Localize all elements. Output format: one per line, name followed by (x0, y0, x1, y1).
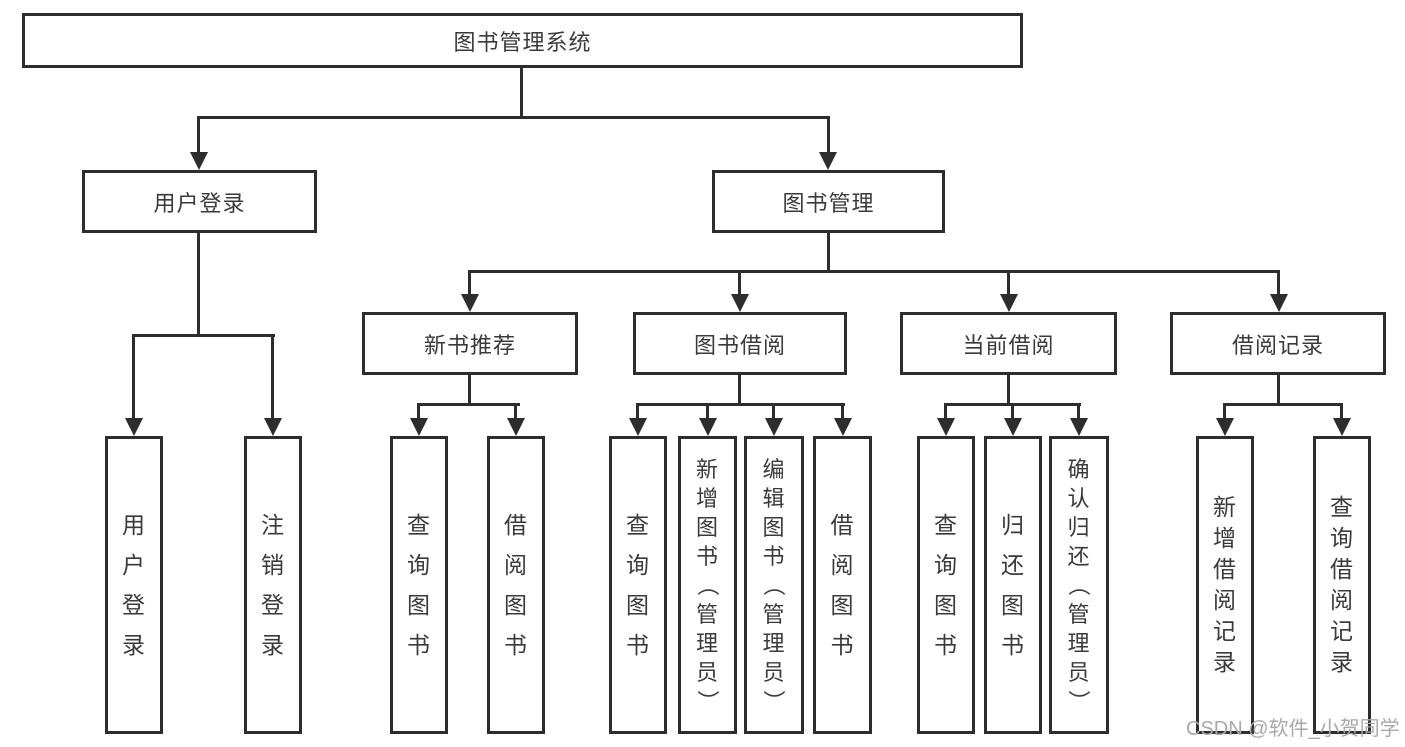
connector-line (132, 334, 275, 337)
leaf-query-books-recommend-label: 查询图书 (407, 512, 431, 658)
leaf-query-borrow-record: 查询借阅记录 (1313, 436, 1371, 734)
down-arrow-icon (507, 418, 525, 436)
leaf-borrow-books-recommend-label: 借阅图书 (504, 512, 528, 658)
down-arrow-icon (629, 418, 647, 436)
connector-line (1340, 403, 1343, 418)
connector-line (738, 272, 741, 294)
down-arrow-icon (937, 418, 955, 436)
leaf-borrow-books-recommend: 借阅图书 (487, 436, 545, 734)
node-book-borrowing: 图书借阅 (633, 312, 847, 375)
leaf-return-books: 归还图书 (984, 436, 1042, 734)
connector-line (197, 116, 830, 119)
leaf-query-books-borrowing-label: 查询图书 (626, 512, 650, 658)
down-arrow-icon (765, 418, 783, 436)
connector-line (417, 403, 520, 406)
node-book-borrowing-label: 图书借阅 (693, 332, 786, 358)
node-user-login-label: 用户登录 (153, 190, 246, 216)
down-arrow-icon (1270, 294, 1288, 312)
connector-line (468, 270, 1280, 273)
connector-line (132, 336, 135, 418)
connector-line (827, 118, 830, 152)
connector-line (1007, 375, 1010, 405)
connector-line (271, 336, 274, 418)
down-arrow-icon (1333, 418, 1351, 436)
leaf-query-books-current: 查询图书 (917, 436, 975, 734)
leaf-logout: 注销登录 (244, 436, 302, 734)
node-new-book-recommend-label: 新书推荐 (423, 332, 516, 358)
leaf-confirm-return-admin-label: 确认归还（管理员） (1066, 456, 1092, 713)
down-arrow-icon (834, 418, 852, 436)
connector-line (1007, 272, 1010, 294)
leaf-edit-books-admin: 编辑图书（管理员） (744, 436, 804, 734)
down-arrow-icon (264, 418, 282, 436)
connector-line (1223, 403, 1226, 418)
node-current-borrowing-label: 当前借阅 (962, 332, 1055, 358)
node-borrowing-records: 借阅记录 (1170, 312, 1386, 375)
node-library-management-system: 图书管理系统 (22, 13, 1023, 68)
leaf-edit-books-admin-label: 编辑图书（管理员） (761, 456, 787, 713)
leaf-query-borrow-record-label: 查询借阅记录 (1330, 494, 1354, 675)
connector-line (417, 403, 420, 418)
down-arrow-icon (190, 152, 208, 170)
node-book-management: 图书管理 (712, 170, 945, 233)
down-arrow-icon (125, 418, 143, 436)
connector-line (827, 233, 830, 272)
connector-line (1223, 403, 1343, 406)
leaf-return-books-label: 归还图书 (1001, 512, 1025, 658)
leaf-borrow-books: 借阅图书 (813, 436, 872, 734)
leaf-query-books-borrowing: 查询图书 (609, 436, 667, 734)
leaf-logout-label: 注销登录 (261, 512, 285, 658)
down-arrow-icon (699, 418, 717, 436)
connector-line (636, 403, 845, 406)
connector-line (706, 403, 709, 418)
connector-line (1277, 375, 1280, 405)
connector-line (514, 403, 517, 418)
connector-line (468, 375, 471, 405)
connector-line (1277, 272, 1280, 294)
connector-line (520, 68, 523, 118)
connector-line (944, 403, 947, 418)
connector-line (772, 403, 775, 418)
leaf-user-login: 用户登录 (105, 436, 163, 734)
leaf-user-login-label: 用户登录 (122, 512, 146, 658)
node-book-management-label: 图书管理 (782, 190, 875, 216)
down-arrow-icon (410, 418, 428, 436)
leaf-query-books-current-label: 查询图书 (934, 512, 958, 658)
connector-line (738, 375, 741, 405)
down-arrow-icon (731, 294, 749, 312)
down-arrow-icon (1004, 418, 1022, 436)
connector-line (197, 118, 200, 152)
connector-line (1077, 403, 1080, 418)
leaf-add-borrow-record-label: 新增借阅记录 (1213, 494, 1237, 675)
leaf-add-books-admin-label: 新增图书（管理员） (694, 456, 720, 713)
connector-line (197, 233, 200, 336)
leaf-add-books-admin: 新增图书（管理员） (678, 436, 737, 734)
node-user-login: 用户登录 (82, 170, 317, 233)
connector-line (468, 272, 471, 294)
leaf-query-books-recommend: 查询图书 (390, 436, 448, 734)
csdn-watermark: CSDN @软件_小贺同学 (1186, 718, 1400, 740)
leaf-add-borrow-record: 新增借阅记录 (1196, 436, 1254, 734)
down-arrow-icon (1000, 294, 1018, 312)
connector-line (841, 403, 844, 418)
node-borrowing-records-label: 借阅记录 (1231, 332, 1324, 358)
node-current-borrowing: 当前借阅 (900, 312, 1117, 375)
down-arrow-icon (461, 294, 479, 312)
down-arrow-icon (1070, 418, 1088, 436)
node-new-book-recommend: 新书推荐 (362, 312, 578, 375)
connector-line (636, 403, 639, 418)
leaf-confirm-return-admin: 确认归还（管理员） (1049, 436, 1109, 734)
connector-line (1011, 403, 1014, 418)
node-library-management-system-label: 图书管理系统 (453, 29, 592, 55)
leaf-borrow-books-label: 借阅图书 (830, 512, 855, 658)
down-arrow-icon (819, 152, 837, 170)
down-arrow-icon (1216, 418, 1234, 436)
